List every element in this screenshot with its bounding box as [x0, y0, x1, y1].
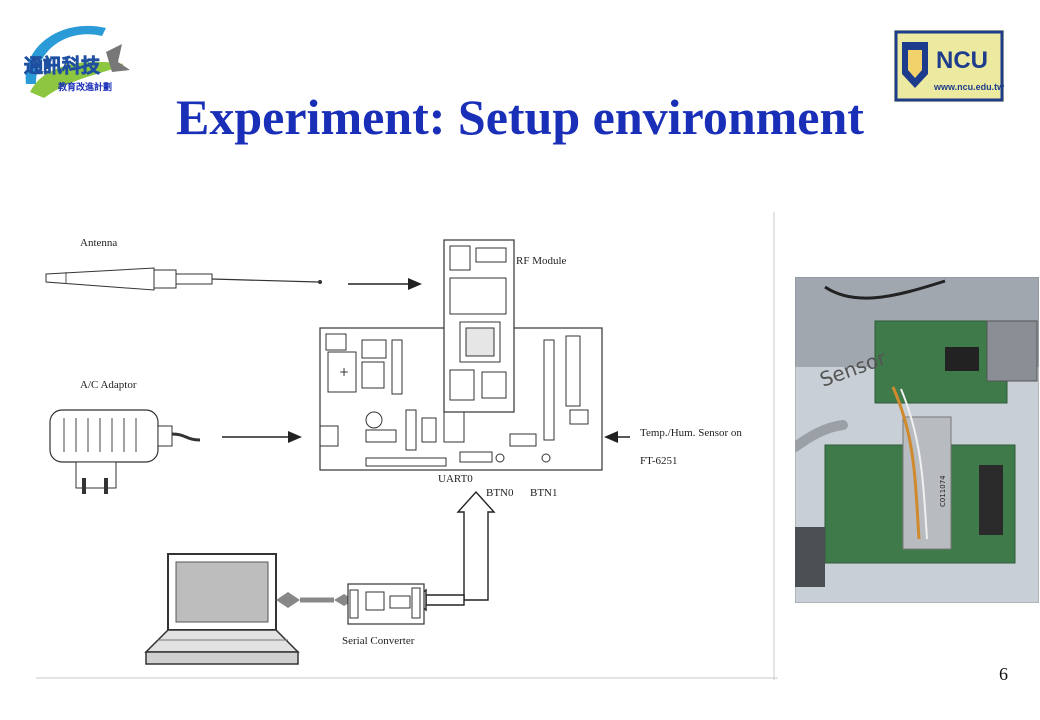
photo-cable-top: [824, 279, 946, 300]
page-number: 6: [999, 664, 1008, 684]
ncu-logo-url: www.ncu.edu.tw: [933, 82, 1004, 92]
ac-adaptor-icon: [49, 409, 201, 494]
photo-wire-orange: [891, 386, 921, 540]
logo-swoosh: [30, 61, 124, 98]
btn0-label: BTN0: [486, 487, 514, 499]
ac-adaptor-label: A/C Adaptor: [80, 379, 137, 391]
antenna-arrow-icon: [348, 278, 422, 290]
sensor-arrow-icon: [604, 431, 630, 443]
rf-module-icon: [443, 239, 515, 413]
uart-link-horizontal: [425, 594, 465, 606]
logo-sub-text: 教育改進計劃: [57, 81, 112, 92]
setup-diagram: Antenna A/C Adaptor +: [36, 212, 778, 680]
photo-sensor-board: [874, 320, 1008, 404]
laptop-icon: [144, 553, 300, 665]
hardware-photo: Sensor C011074: [795, 277, 1039, 603]
photo-sensor-chip: [945, 347, 979, 371]
serial-converter-icon: [347, 583, 425, 625]
photo-db9-connector: [986, 320, 1038, 382]
photo-header-pins: [979, 465, 1003, 535]
slide-title: Experiment: Setup environment: [176, 89, 864, 145]
photo-chip-label: C011074: [939, 475, 947, 507]
ncu-shield-inner: [908, 50, 922, 78]
photo-finger: [795, 420, 848, 452]
btn1-label: BTN1: [530, 487, 558, 499]
antenna-icon: [45, 267, 322, 291]
program-logo: 通訊科技 教育改進計劃: [24, 25, 130, 98]
uart-link-arrow-icon: [456, 490, 496, 601]
uart0-label: UART0: [438, 473, 473, 485]
serial-converter-label: Serial Converter: [342, 635, 415, 647]
sensor-label-line2: FT-6251: [640, 455, 678, 467]
ncu-logo-border: [894, 30, 1004, 102]
antenna-label: Antenna: [80, 237, 117, 249]
logo-main-text: 通訊科技: [24, 54, 101, 77]
sensor-label-line1: Temp./Hum. Sensor on: [640, 427, 742, 439]
photo-cable-left: [795, 527, 825, 587]
photo-wire-white: [900, 388, 928, 540]
logo-arc: [25, 25, 106, 84]
logo-bird: [106, 44, 130, 72]
adaptor-arrow-icon: [222, 431, 302, 443]
rf-module-label: RF Module: [516, 255, 567, 267]
ncu-logo-text: NCU: [936, 47, 988, 74]
svg-text:+: +: [339, 365, 349, 379]
ncu-logo: NCU www.ncu.edu.tw: [894, 30, 1004, 102]
